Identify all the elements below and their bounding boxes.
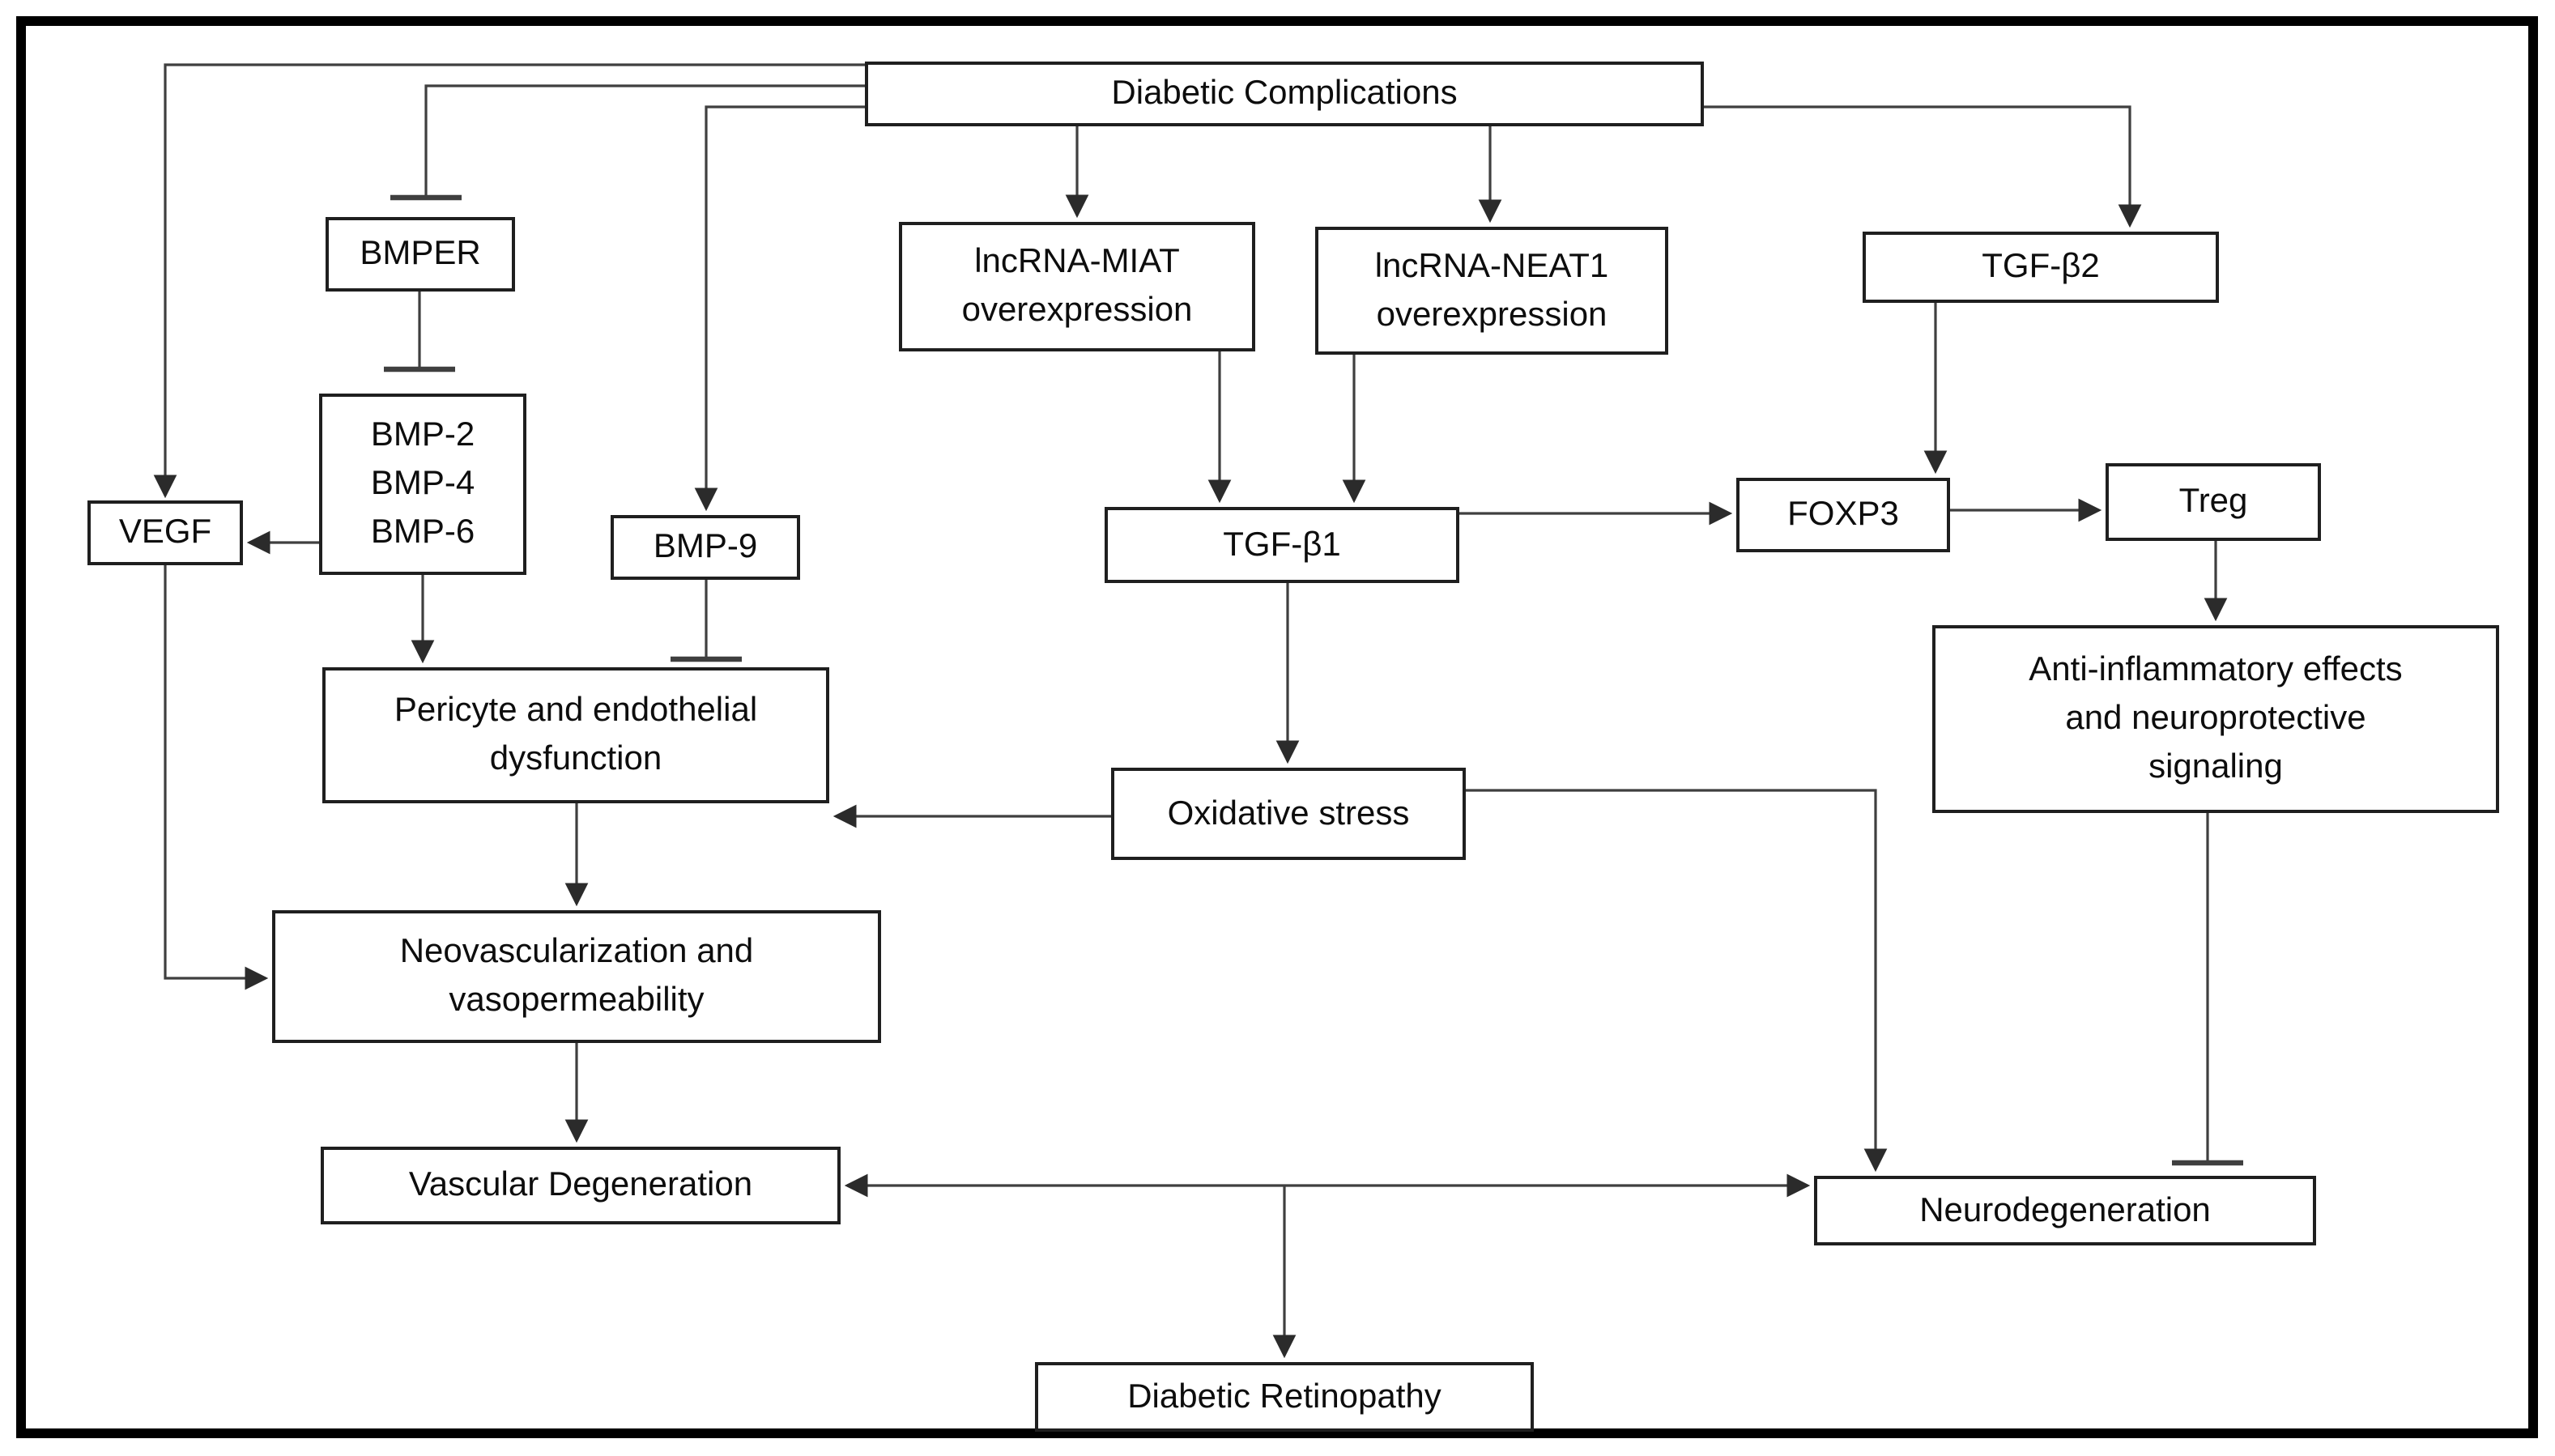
node-pericyte-dysfunction: Pericyte and endothelial dysfunction: [322, 667, 829, 803]
node-bmp-9: BMP-9: [611, 515, 800, 580]
node-tgf-b1: TGF-β1: [1105, 507, 1459, 583]
node-foxp3: FOXP3: [1736, 478, 1950, 552]
edge-vegf-to-neovascularization: [164, 565, 269, 990]
node-lncrna-neat1: lncRNA-NEAT1 overexpression: [1315, 227, 1668, 355]
node-bmp-2-4-6: BMP-2 BMP-4 BMP-6: [319, 394, 526, 575]
node-diabetic-complications: Diabetic Complications: [865, 62, 1704, 126]
node-anti-inflammatory: Anti-inflammatory effects and neuroprote…: [1932, 625, 2499, 813]
node-neurodegeneration: Neurodegeneration: [1814, 1176, 2316, 1245]
edge-oxidative-stress-to-neurodegeneration: [1466, 789, 1888, 1173]
node-bmper: BMPER: [326, 217, 515, 292]
node-neovascularization: Neovascularization and vasopermeability: [272, 910, 881, 1043]
edge-diabetic-complications-to-vegf: [153, 63, 865, 499]
node-oxidative-stress: Oxidative stress: [1111, 768, 1466, 860]
edge-diabetic-complications-to-tgf-b2: [1704, 105, 2142, 228]
node-treg: Treg: [2106, 463, 2321, 541]
edge-diabetic-complications-to-bmper: [424, 84, 865, 198]
node-tgf-b2: TGF-β2: [1863, 232, 2219, 303]
node-lncrna-miat: lncRNA-MIAT overexpression: [899, 222, 1255, 351]
node-diabetic-retinopathy: Diabetic Retinopathy: [1035, 1362, 1534, 1432]
node-vegf: VEGF: [87, 500, 243, 565]
node-vascular-degeneration: Vascular Degeneration: [321, 1147, 841, 1224]
edge-diabetic-complications-to-bmp-9: [694, 105, 865, 512]
